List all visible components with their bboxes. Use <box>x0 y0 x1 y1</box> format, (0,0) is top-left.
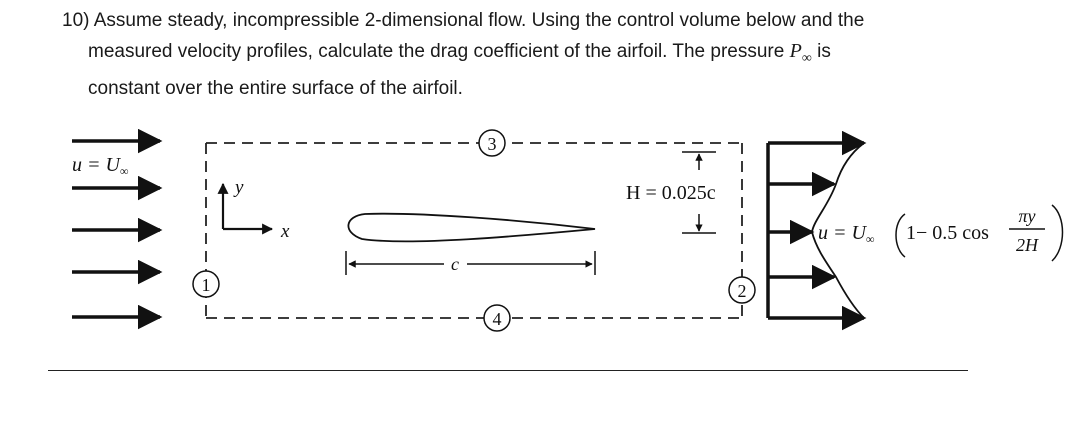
height-label: H = 0.025c <box>626 182 716 204</box>
svg-text:2: 2 <box>738 281 747 301</box>
profile-equation-body: 1− 0.5 cos <box>906 222 989 244</box>
problem-text-2b: is <box>817 41 831 62</box>
problem-line-2: measured velocity profiles, calculate th… <box>62 36 982 74</box>
chord-label: c <box>451 254 459 274</box>
right-paren <box>1051 204 1064 262</box>
axis-x-label: x <box>280 221 290 242</box>
inlet-velocity-label: u = U∞ <box>72 154 129 178</box>
pressure-symbol: P∞ <box>789 40 812 66</box>
answer-line <box>48 370 968 371</box>
axis-y-label: y <box>233 177 244 198</box>
velocity-profile-curve <box>811 142 865 319</box>
height-dimension <box>682 151 716 234</box>
profile-equation-lhs: u = U∞ <box>818 222 875 246</box>
problem-statement: 10) Assume steady, incompressible 2-dime… <box>62 6 982 104</box>
svg-text:3: 3 <box>488 134 497 154</box>
surface-marker-3: 3 <box>478 129 506 157</box>
problem-line-3: constant over the entire surface of the … <box>62 74 982 104</box>
problem-text-3: constant over the entire surface of the … <box>88 78 463 99</box>
surface-marker-4: 4 <box>483 304 511 332</box>
inlet-flow-arrows <box>72 128 163 330</box>
problem-line-1: 10) Assume steady, incompressible 2-dime… <box>62 6 982 36</box>
fraction-numerator: πy <box>1018 206 1035 226</box>
problem-text-1: Assume steady, incompressible 2-dimensio… <box>93 10 865 31</box>
chord-dimension <box>345 251 596 275</box>
problem-number: 10) <box>62 10 90 31</box>
problem-text-2: measured velocity profiles, calculate th… <box>88 41 785 62</box>
fraction-denominator: 2H <box>1016 235 1039 255</box>
surface-marker-1: 1 <box>192 270 220 298</box>
svg-text:4: 4 <box>493 309 502 329</box>
left-paren <box>895 213 906 258</box>
coordinate-axes <box>217 182 274 235</box>
surface-marker-2: 2 <box>728 276 756 304</box>
airfoil <box>347 212 596 243</box>
outlet-profile-arrows <box>768 130 867 331</box>
svg-text:1: 1 <box>202 275 211 295</box>
